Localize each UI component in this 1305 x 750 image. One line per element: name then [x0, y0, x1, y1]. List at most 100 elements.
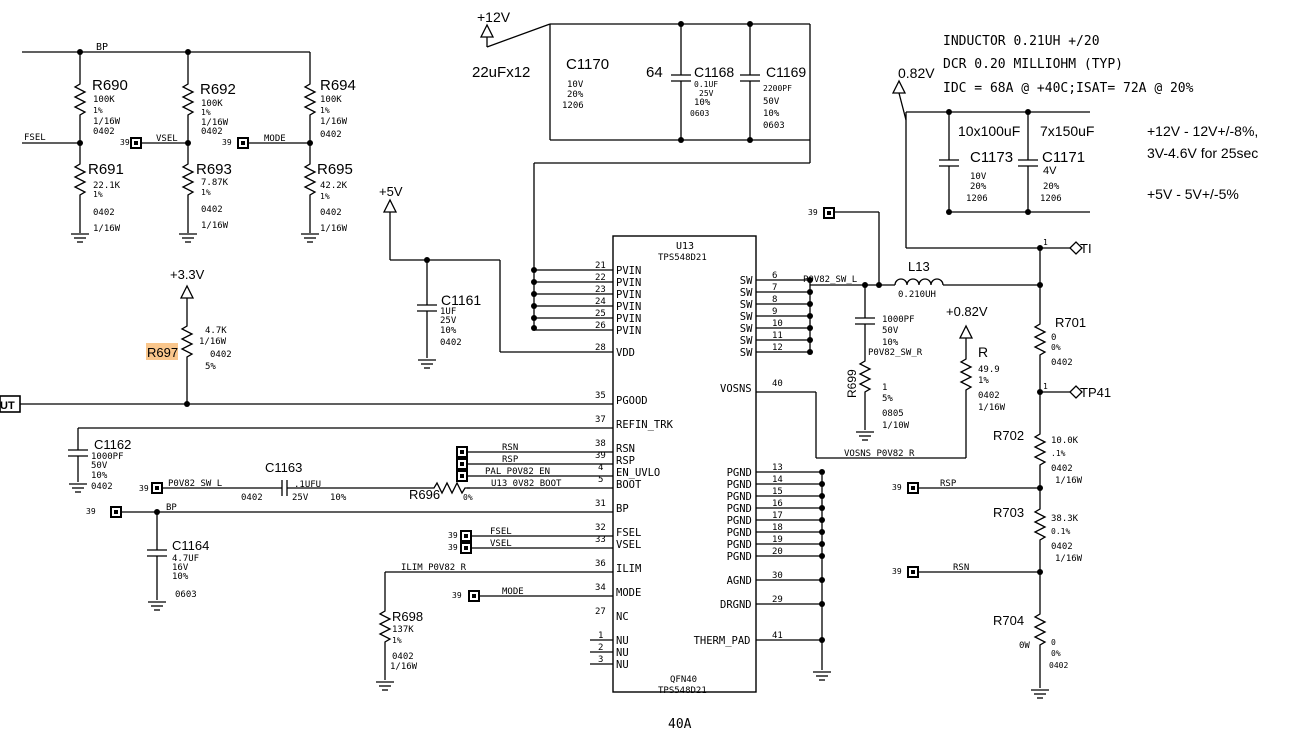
- cap-value: 1UF: [440, 307, 456, 317]
- cap-value: 2200PF: [763, 84, 792, 93]
- res-value: 22.1K: [93, 181, 121, 191]
- pin-number: 26: [595, 321, 606, 331]
- res-value: 49.9: [978, 365, 1000, 375]
- output-cap-a-count: 10x100uF: [958, 123, 1020, 139]
- refin-network: C1162 1000PF 50V 10% 0402: [67, 427, 613, 493]
- bp-port[interactable]: [110, 506, 122, 518]
- en-port[interactable]: [456, 470, 468, 482]
- fsel-pin-port[interactable]: [460, 530, 472, 542]
- cap-volt: 25V: [440, 316, 457, 326]
- pin-name: PGND: [727, 491, 752, 503]
- res-tol: 0%: [463, 493, 473, 502]
- output-stage: P0V82_SW_L 39 L13 0.210UH 1000PF 50V 10%…: [756, 65, 1111, 699]
- pin-number: 1: [598, 631, 603, 641]
- pin-name: MODE: [616, 587, 641, 599]
- rsp-sense-port[interactable]: [907, 482, 919, 494]
- cap-ref: C1163: [265, 460, 302, 475]
- pin-name: PVIN: [616, 301, 641, 313]
- res-pkg: 0402: [1051, 542, 1073, 552]
- res-ref: R699: [845, 369, 859, 398]
- current-rating: 40A: [668, 717, 692, 732]
- pin-name: PGOOD: [616, 395, 648, 407]
- pin-name: SW: [740, 287, 753, 299]
- cap-volt: 50V: [91, 461, 108, 471]
- pin-name: PVIN: [616, 325, 641, 337]
- pin-number: 33: [595, 535, 606, 545]
- res-ref: R: [978, 344, 988, 360]
- net-label: MODE: [502, 587, 524, 597]
- res-value: 4.7K: [205, 326, 227, 336]
- pin-name: PGND: [727, 479, 752, 491]
- pin-name: DRGND: [720, 599, 752, 611]
- cap-tol: 20%: [970, 182, 987, 192]
- pin-name: PGND: [727, 539, 752, 551]
- rsn-port[interactable]: [456, 446, 468, 458]
- cap-tol: 10%: [763, 109, 780, 119]
- tp-top-label: TI: [1080, 241, 1092, 256]
- res-value: 0: [1051, 638, 1056, 647]
- cap-count-64: 64: [646, 64, 663, 81]
- cap-tol: 10%: [172, 572, 189, 582]
- net-label: PAL_P0V82_EN: [485, 467, 550, 477]
- net-label: FSEL: [490, 527, 512, 537]
- mode-pin-port[interactable]: [468, 590, 480, 602]
- net-label: VOSNS_P0V82_R: [844, 449, 915, 459]
- res-pkg: 0402: [1051, 358, 1073, 368]
- ic-right-pins: 6SW7SW8SW9SW10SW11SW12SW40VOSNS13PGND14P…: [694, 271, 825, 647]
- ut-port[interactable]: [0, 395, 21, 413]
- res-value: 0W: [1019, 641, 1030, 651]
- pin-name: PVIN: [616, 265, 641, 277]
- pin-name: SW: [740, 299, 753, 311]
- cap-volt: 10V: [970, 172, 987, 182]
- res-value: 0: [1051, 333, 1056, 343]
- tp41-marker[interactable]: [1069, 385, 1083, 399]
- res-power: 1/16W: [320, 224, 348, 234]
- sw-test-port[interactable]: [823, 207, 835, 219]
- sw-port[interactable]: [151, 482, 163, 494]
- vsel-pin-port[interactable]: [460, 542, 472, 554]
- fsel-port[interactable]: [130, 137, 142, 149]
- rail-5v: +5V: [379, 184, 403, 199]
- cap-ref: C1169: [766, 64, 806, 80]
- net-label: RSN: [953, 563, 969, 573]
- net-label: VSEL: [490, 539, 512, 549]
- res-ref: R692: [200, 81, 236, 98]
- rsp-port[interactable]: [456, 458, 468, 470]
- res-tol: 1%: [93, 106, 103, 115]
- mode-port[interactable]: [237, 137, 249, 149]
- pin-number: 31: [595, 499, 606, 509]
- cap-pkg: 0603: [690, 109, 709, 118]
- tp-top-marker[interactable]: [1069, 241, 1083, 255]
- ic-part-bottom: TPS548D21: [658, 686, 707, 696]
- net-label: P0V82_SW_R: [868, 348, 923, 358]
- cap-volt: 25V: [699, 89, 714, 98]
- ic-pin-26: 26 PVIN: [534, 321, 641, 337]
- cap-pkg: 0603: [763, 121, 785, 131]
- pin-number: 27: [595, 607, 606, 617]
- rsn-sense-port[interactable]: [907, 566, 919, 578]
- pin-name: NU: [616, 635, 629, 647]
- res-pkg: 0402: [93, 127, 115, 137]
- svg-text:1: 1: [1043, 382, 1048, 391]
- ic-body: [612, 235, 757, 693]
- spec-line3: +5V - 5V+/-5%: [1147, 186, 1239, 202]
- pin-name: EN_UVLO: [616, 467, 660, 479]
- pin-number: 5: [598, 475, 603, 485]
- pin-name: SW: [740, 335, 753, 347]
- pin-name: PGND: [727, 503, 752, 515]
- net-label: BP: [166, 503, 177, 513]
- res-ref: R696: [409, 487, 440, 502]
